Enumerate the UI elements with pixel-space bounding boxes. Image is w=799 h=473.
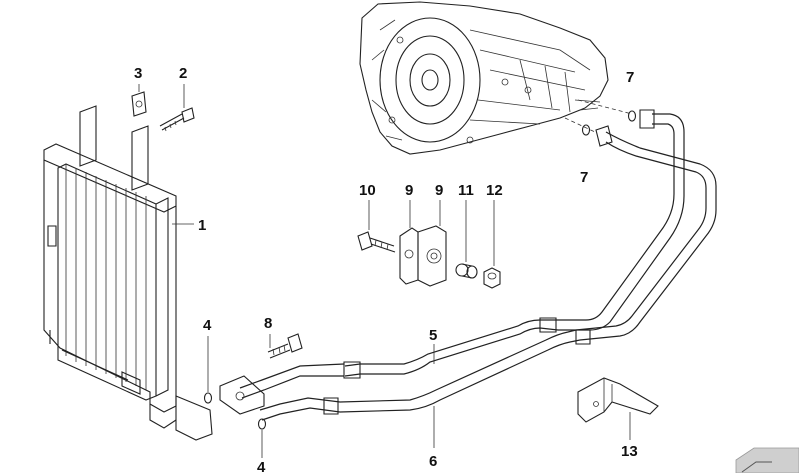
bracket-13 bbox=[577, 377, 659, 423]
bolt-10 bbox=[357, 231, 396, 253]
seal-ring-7-upper bbox=[627, 110, 637, 122]
callout-3: 3 bbox=[134, 65, 142, 82]
bolt-2 bbox=[159, 107, 195, 132]
callout-5: 5 bbox=[429, 327, 437, 344]
callout-12: 12 bbox=[486, 182, 503, 199]
seal-ring-7-lower bbox=[581, 124, 591, 136]
oil-line-6 bbox=[259, 109, 717, 421]
corner-navigation-tab bbox=[735, 447, 799, 473]
transmission-housing bbox=[359, 1, 609, 155]
nut-12 bbox=[483, 267, 501, 289]
callout-2: 2 bbox=[179, 65, 187, 82]
callout-1: 1 bbox=[198, 217, 206, 234]
callout-9-right: 9 bbox=[435, 182, 443, 199]
callout-11: 11 bbox=[458, 182, 474, 199]
seal-ring-4-lower bbox=[257, 418, 267, 430]
leader-7b bbox=[564, 117, 596, 133]
callout-7-lower: 7 bbox=[580, 169, 588, 186]
union-block bbox=[219, 375, 265, 415]
callout-7-upper: 7 bbox=[626, 69, 634, 86]
clamp-holder-9-left bbox=[399, 227, 419, 285]
callout-8: 8 bbox=[264, 315, 272, 332]
leader-7a bbox=[577, 99, 633, 115]
callout-9-left: 9 bbox=[405, 182, 413, 199]
sleeve-11 bbox=[455, 263, 478, 279]
callout-10: 10 bbox=[359, 182, 376, 199]
callout-4-upper: 4 bbox=[203, 317, 212, 334]
clamp-holder-9-right bbox=[417, 225, 447, 287]
oil-cooler bbox=[43, 105, 213, 441]
bolt-8 bbox=[267, 333, 303, 359]
seal-ring-4-upper bbox=[203, 392, 213, 404]
clip-nut-3 bbox=[131, 91, 147, 117]
callout-6: 6 bbox=[429, 453, 437, 470]
callout-4-lower: 4 bbox=[257, 459, 266, 473]
callout-13: 13 bbox=[621, 443, 638, 460]
oil-line-5 bbox=[239, 113, 685, 399]
